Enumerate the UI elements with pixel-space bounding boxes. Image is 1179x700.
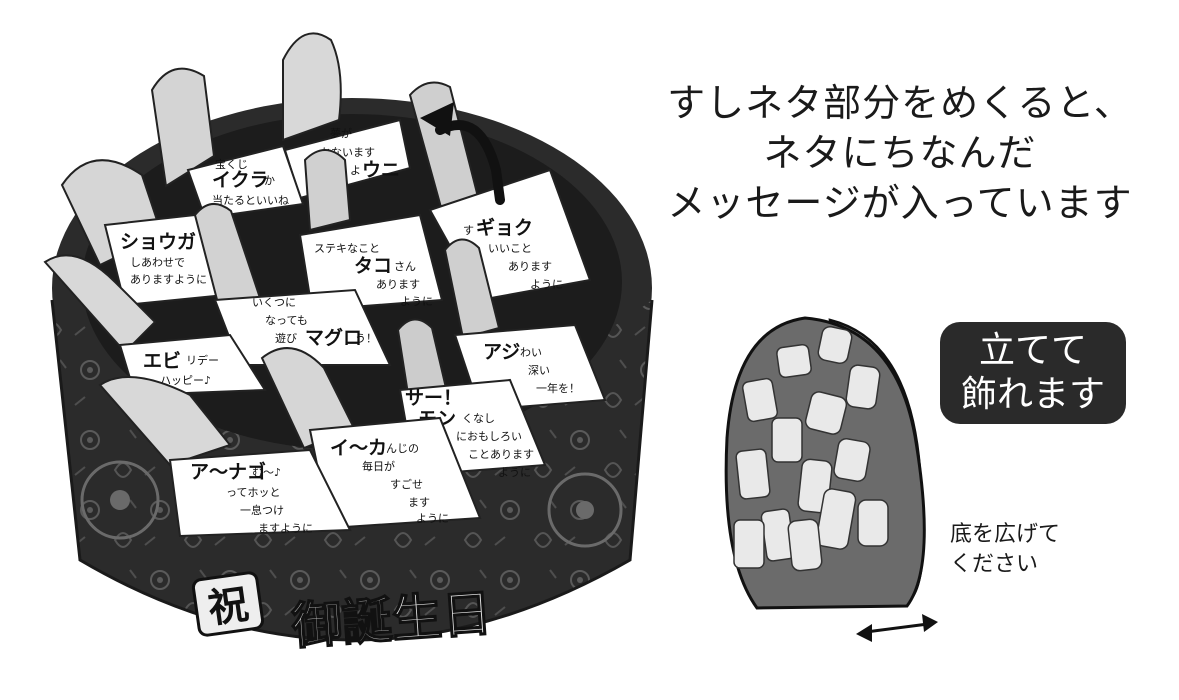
message-text: ように [400,295,433,308]
message-text: しあわせで [130,256,185,269]
message-text: 一年を！ [536,381,580,395]
message-text: か [264,174,275,187]
message-text: 夢が [330,126,352,140]
message-text: ます [408,496,430,509]
double-arrow-icon [856,614,938,642]
message-text: サー！ [405,387,462,409]
message-text: イ～カ [330,437,387,459]
message-text: いいこと [488,242,532,255]
message-text: ように [498,466,531,479]
message-text: す [463,224,474,237]
birthday-label: 祝 御誕生日 [191,571,495,657]
message-text: ギョク [476,217,533,239]
sushi-card-ika[interactable]: イ～カ んじの 毎日が すごせ ます ように [260,347,482,530]
standing-card [724,316,926,610]
message-text: ショウガ [120,231,196,253]
message-text: ハッピー♪ [160,374,211,387]
base-note: 底を広げて ください [950,520,1100,580]
neta-flap [303,149,352,232]
headline: すしネタ部分をめくると、 ネタにちなんだ メッセージが入っています [640,78,1160,228]
sushi-card-shouga[interactable]: ショウガ い しあわせで ありますように [60,159,227,307]
message-text: 一息つけ [240,503,284,517]
message-card [168,448,352,538]
message-text: くなし [462,412,495,425]
message-text: イクラ [212,169,269,191]
neta-flap [408,81,480,213]
flip-arrow-icon [420,102,505,205]
neta-flap [98,376,232,467]
message-text: あります [508,260,552,273]
message-text: 宝くじ [215,157,248,171]
message-text: ように [416,512,449,525]
message-text: わい [520,346,542,359]
neta-flap [260,347,356,450]
message-card [186,144,305,220]
seal-box [191,571,265,637]
message-text: んじの [386,442,419,455]
message-text: におもしろい [456,430,522,443]
seal-text: 祝 [205,580,251,632]
message-text: ステキなこと [314,242,380,255]
sushi-card-maguro[interactable]: いくつに なっても 遊び マグロ う！ [193,203,392,366]
message-text: タコ [354,255,392,277]
sushi-card-anago[interactable]: ア～ナゴ む～♪ ってホッと 一息つけ ますように [98,376,352,538]
sushi-card-ikura[interactable]: 宝くじ イクラ か 当たるといいね [150,67,305,220]
message-text: ように [530,278,563,291]
message-text: アジ [483,341,520,363]
message-text: リデー [186,353,219,367]
neta-flap [43,254,157,354]
message-text: ことあります [468,448,534,461]
message-text: 当たるといいね [212,193,289,207]
message-text: あります [376,278,420,291]
message-text: む～♪ [252,466,281,479]
neta-flap [396,318,448,396]
message-text: 深い [528,364,550,377]
base-note-line-2: ください [950,552,1039,577]
message-text: さん [394,260,416,273]
message-text: いくつに [252,296,296,309]
message-text: マグロ [305,326,362,349]
sushi-card-salmon[interactable]: サー！ モン くなし におもしろい ことあります ように [396,318,547,479]
sushi-card-ebi[interactable]: エビ リデー ハッピー♪ [43,254,267,397]
neta-flap [193,203,263,317]
message-text: 毎日が [362,459,395,473]
message-text: よ [350,164,361,177]
message-text: ますように [258,522,313,535]
message-card [298,213,444,312]
base-note-line-1: 底を広げて [950,522,1061,547]
message-text: ありますように [130,273,207,286]
stand-badge-line-1: 立てて [978,330,1087,371]
neta-flap [282,32,342,142]
message-text: ってホッと [226,486,280,499]
stand-badge-line-2: 飾れます [960,374,1105,415]
message-text: ア～ナゴ [190,460,266,483]
stand-badge: 立てて 飾れます [940,322,1126,424]
neta-flap [150,67,216,188]
message-text: エビ [143,350,181,372]
headline-line-1: すしネタ部分をめくると、 [667,81,1133,125]
message-text: すごせ [390,477,423,491]
message-text: ウニ [362,159,400,181]
sushi-card-tako[interactable]: ステキなこと タコ さん あります ように [298,149,444,312]
birthday-text: 御誕生日 [289,583,494,656]
wheel-ornament [80,460,160,540]
neta-flap [443,238,501,340]
message-text: 遊び [275,331,297,345]
message-text: う！ [355,332,377,345]
headline-line-3: メッセージが入っています [667,181,1133,225]
message-text: なっても [265,314,308,327]
headline-line-2: ネタにちなんだ [763,131,1037,175]
